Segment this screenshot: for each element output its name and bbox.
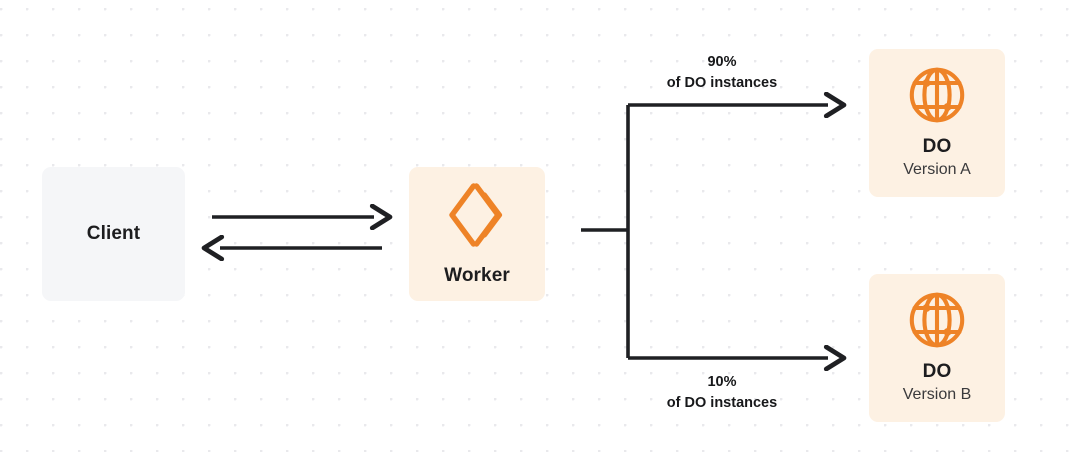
edge-label-do-b-percent: 10%: [707, 374, 737, 390]
node-do-version-b: DO Version B: [869, 274, 1005, 422]
edge-label-do-a: 90% of DO instances: [627, 52, 817, 94]
node-worker-label: Worker: [444, 265, 510, 287]
node-do-version-a: DO Version A: [869, 49, 1005, 197]
node-client: Client: [42, 167, 185, 301]
node-client-label: Client: [86, 223, 141, 245]
cloudflare-workers-icon: [446, 181, 508, 249]
node-do-b-version: Version B: [902, 386, 972, 404]
node-do-b-label: DO: [922, 360, 952, 382]
edge-label-do-b: 10% of DO instances: [627, 372, 817, 414]
node-do-a-label: DO: [922, 135, 952, 157]
worker-split-connector: [581, 105, 630, 358]
edge-label-do-a-percent: 90%: [707, 54, 737, 70]
edge-label-do-b-description: of DO instances: [666, 395, 778, 412]
globe-icon: [908, 291, 966, 349]
node-worker: Worker: [409, 167, 545, 301]
globe-icon: [908, 66, 966, 124]
edge-label-do-a-description: of DO instances: [666, 75, 778, 92]
node-do-a-version: Version A: [903, 161, 971, 179]
